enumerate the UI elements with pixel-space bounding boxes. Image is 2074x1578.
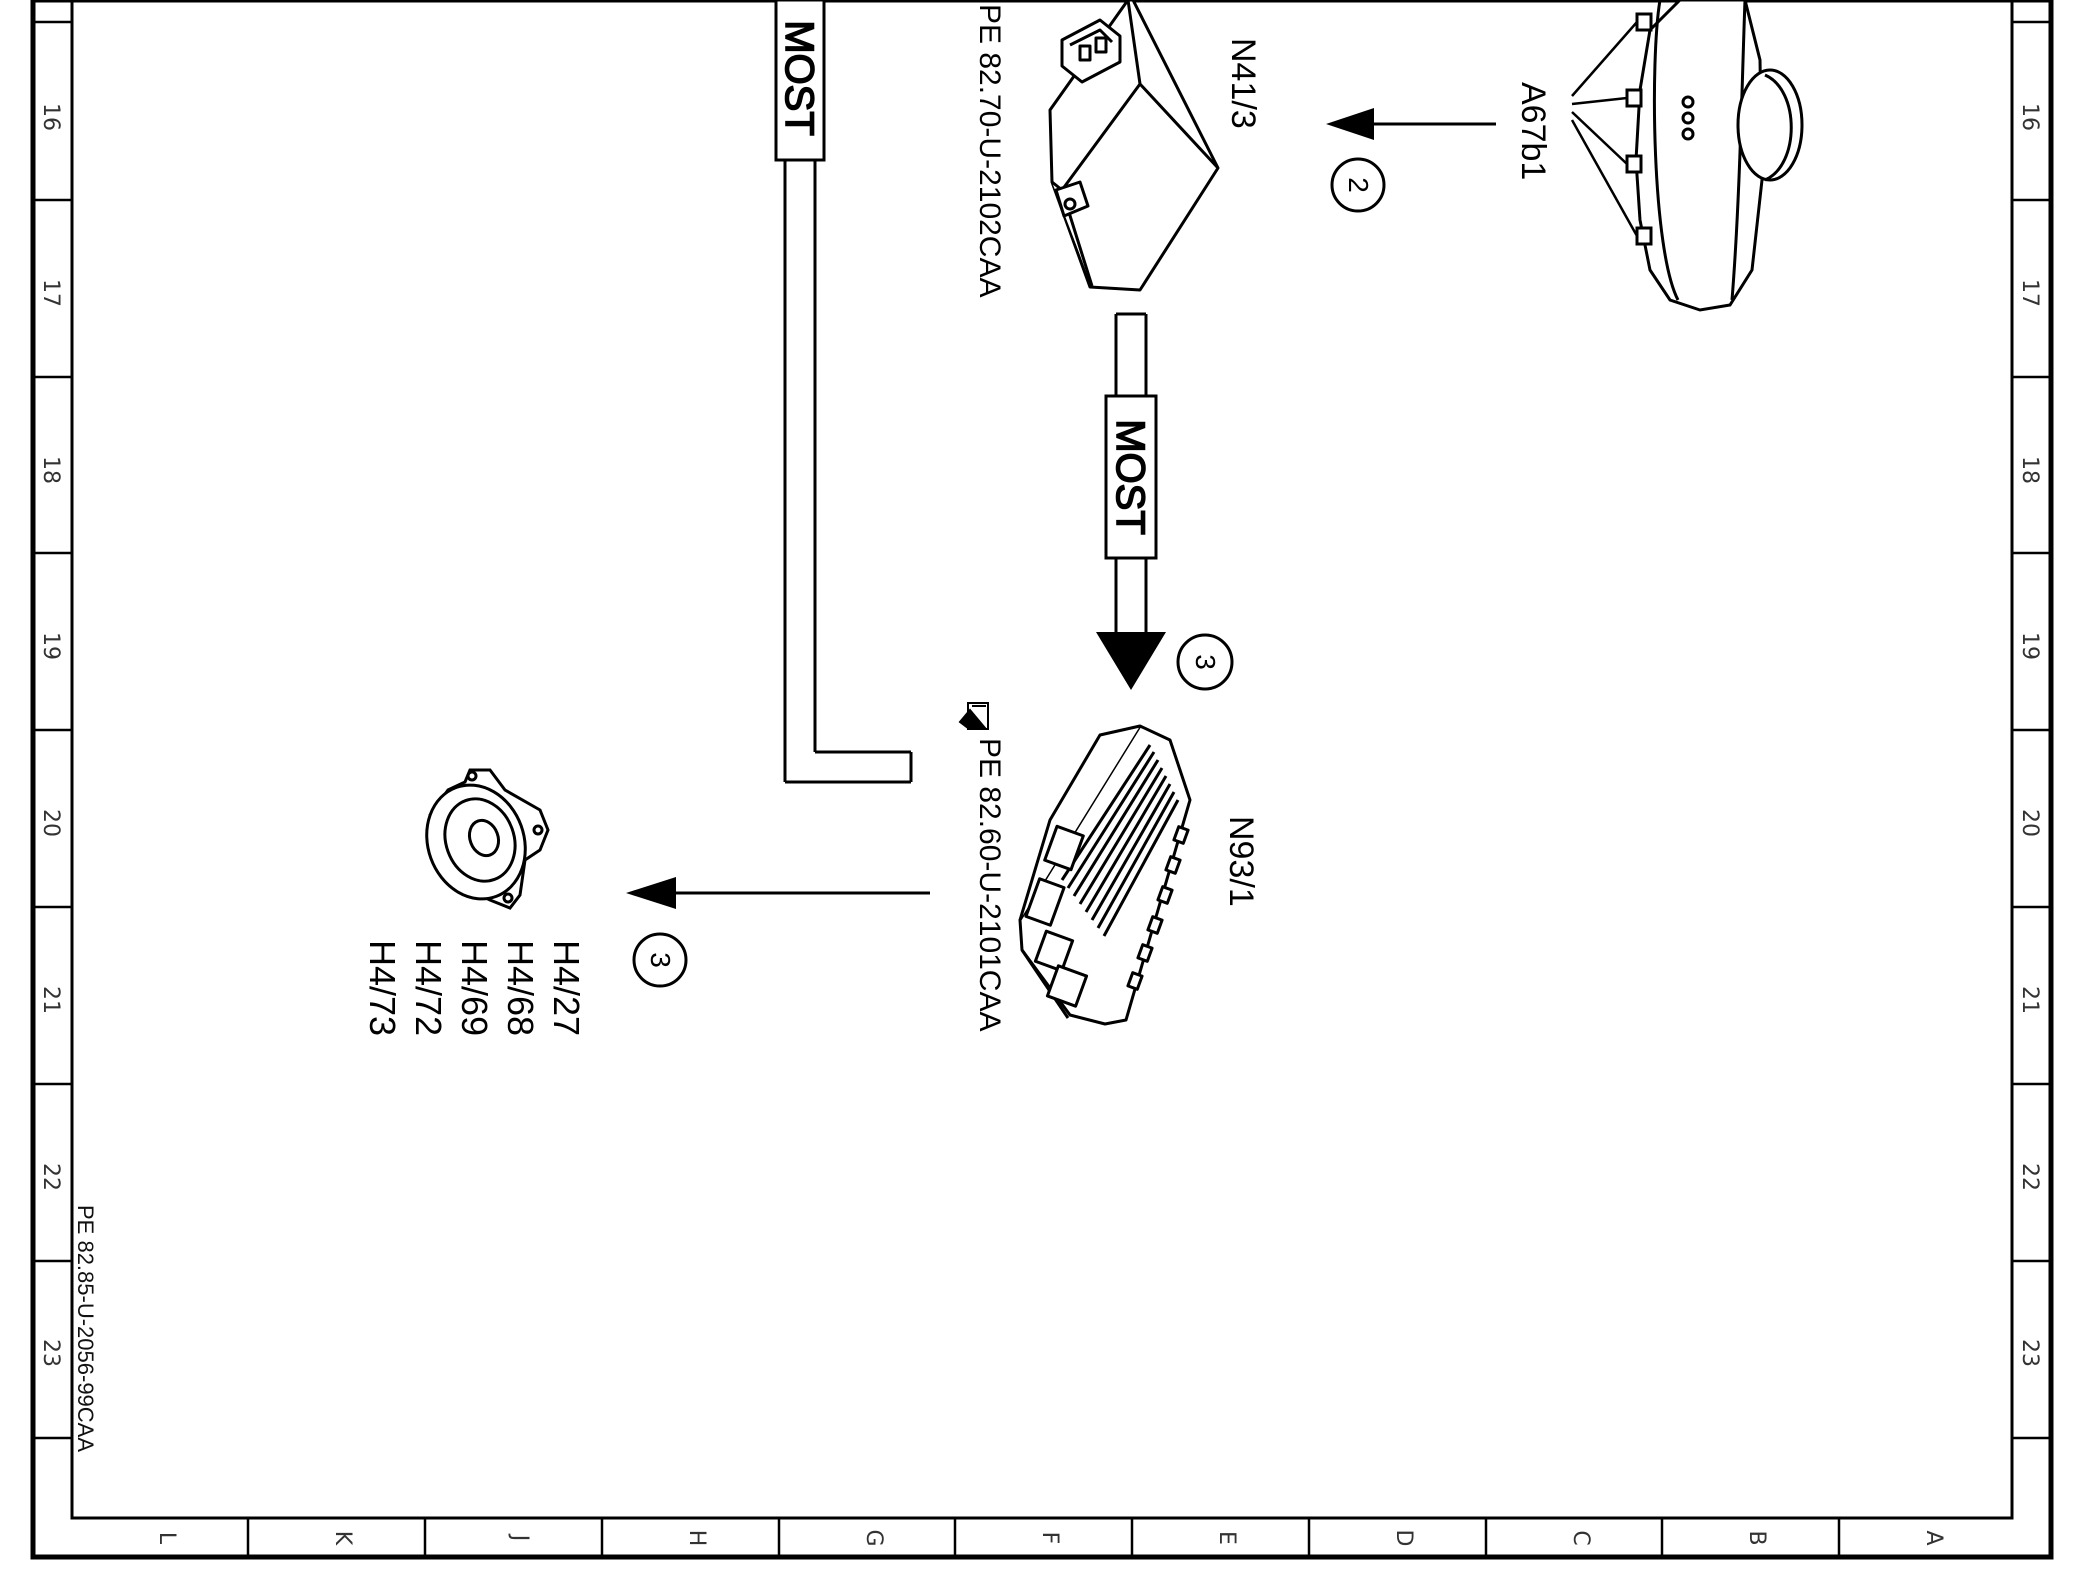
column-label: B [1744,1530,1769,1545]
row-label: 17 [2017,279,2042,307]
column-label: F [1037,1532,1062,1545]
row-label: 21 [38,986,63,1014]
speaker-label: H4/72 [408,940,449,1036]
row-label: 16 [2017,103,2042,131]
speaker [425,768,550,910]
speaker-label: H4/27 [546,940,587,1036]
most-label-middle: MOST [1104,394,1158,560]
row-label: 18 [2017,456,2042,484]
step-marker-3-lower: 3 [632,932,688,988]
row-label: 19 [2017,632,2042,660]
speaker-labels: H4/27 H4/68 H4/69 H4/72 H4/73 [362,940,587,1036]
row-label: 19 [38,632,63,660]
row-label: 22 [38,1163,63,1191]
n93-1-reference: PE 82.60-U-2101CAA [973,738,1006,1032]
row-labels-right: 16 17 18 19 20 21 22 23 [2017,103,2042,1367]
row-label: 20 [38,809,63,837]
column-label: H [684,1530,709,1547]
most-link-arrowhead [1096,632,1166,690]
column-label: C [1568,1530,1593,1545]
control-unit-n93-1 [1018,724,1192,1026]
mirror-a67b1 [1625,0,1804,312]
step-marker-2: 2 [1330,157,1386,213]
step-marker-3-upper: 3 [1176,633,1234,691]
column-label: G [861,1529,886,1546]
column-label: E [1214,1531,1239,1545]
step-marker-3-upper-text: 3 [1190,654,1221,670]
n41-3-reference: PE 82.70-U-2102CAA [973,4,1006,298]
column-label: K [330,1531,355,1546]
most-label-top-text: MOST [777,20,821,136]
column-label: J [507,1533,532,1542]
column-labels: L K J H G F E D C B A [154,1529,1946,1546]
column-label: A [1921,1530,1946,1545]
speaker-label: H4/68 [500,940,541,1036]
most-label-middle-text: MOST [1108,419,1152,535]
n41-3-label: N41/3 [1224,38,1262,129]
arrow-to-speakers [626,877,930,909]
control-unit-n41-3 [1048,0,1220,292]
row-label: 23 [2017,1339,2042,1367]
a67b1-label: A67b1 [1514,82,1552,180]
mirror-leader-lines [1570,21,1639,237]
speaker-label: H4/73 [362,940,403,1036]
arrow-to-n41-3 [1326,108,1496,140]
pointing-hand-icon [958,702,989,730]
row-label: 16 [38,103,63,131]
step-marker-3-lower-text: 3 [645,952,676,968]
column-label: D [1391,1530,1416,1547]
row-labels-left: 16 17 18 19 20 21 22 23 [38,103,63,1367]
n93-1-label: N93/1 [1222,816,1260,907]
column-label: L [154,1532,179,1545]
speaker-label: H4/69 [454,940,495,1036]
row-label: 22 [2017,1163,2042,1191]
border-frame [30,0,2054,1560]
step-marker-2-text: 2 [1343,177,1374,193]
most-label-top: MOST [774,0,826,162]
row-label: 21 [2017,986,2042,1014]
row-label: 20 [2017,809,2042,837]
row-label: 17 [38,279,63,307]
document-code: PE 82.85-U-2056-99CAA [73,1205,98,1452]
row-label: 18 [38,456,63,484]
column-grid-ticks [246,1518,1841,1557]
row-grid-ticks [33,20,2051,1440]
row-label: 23 [38,1339,63,1367]
